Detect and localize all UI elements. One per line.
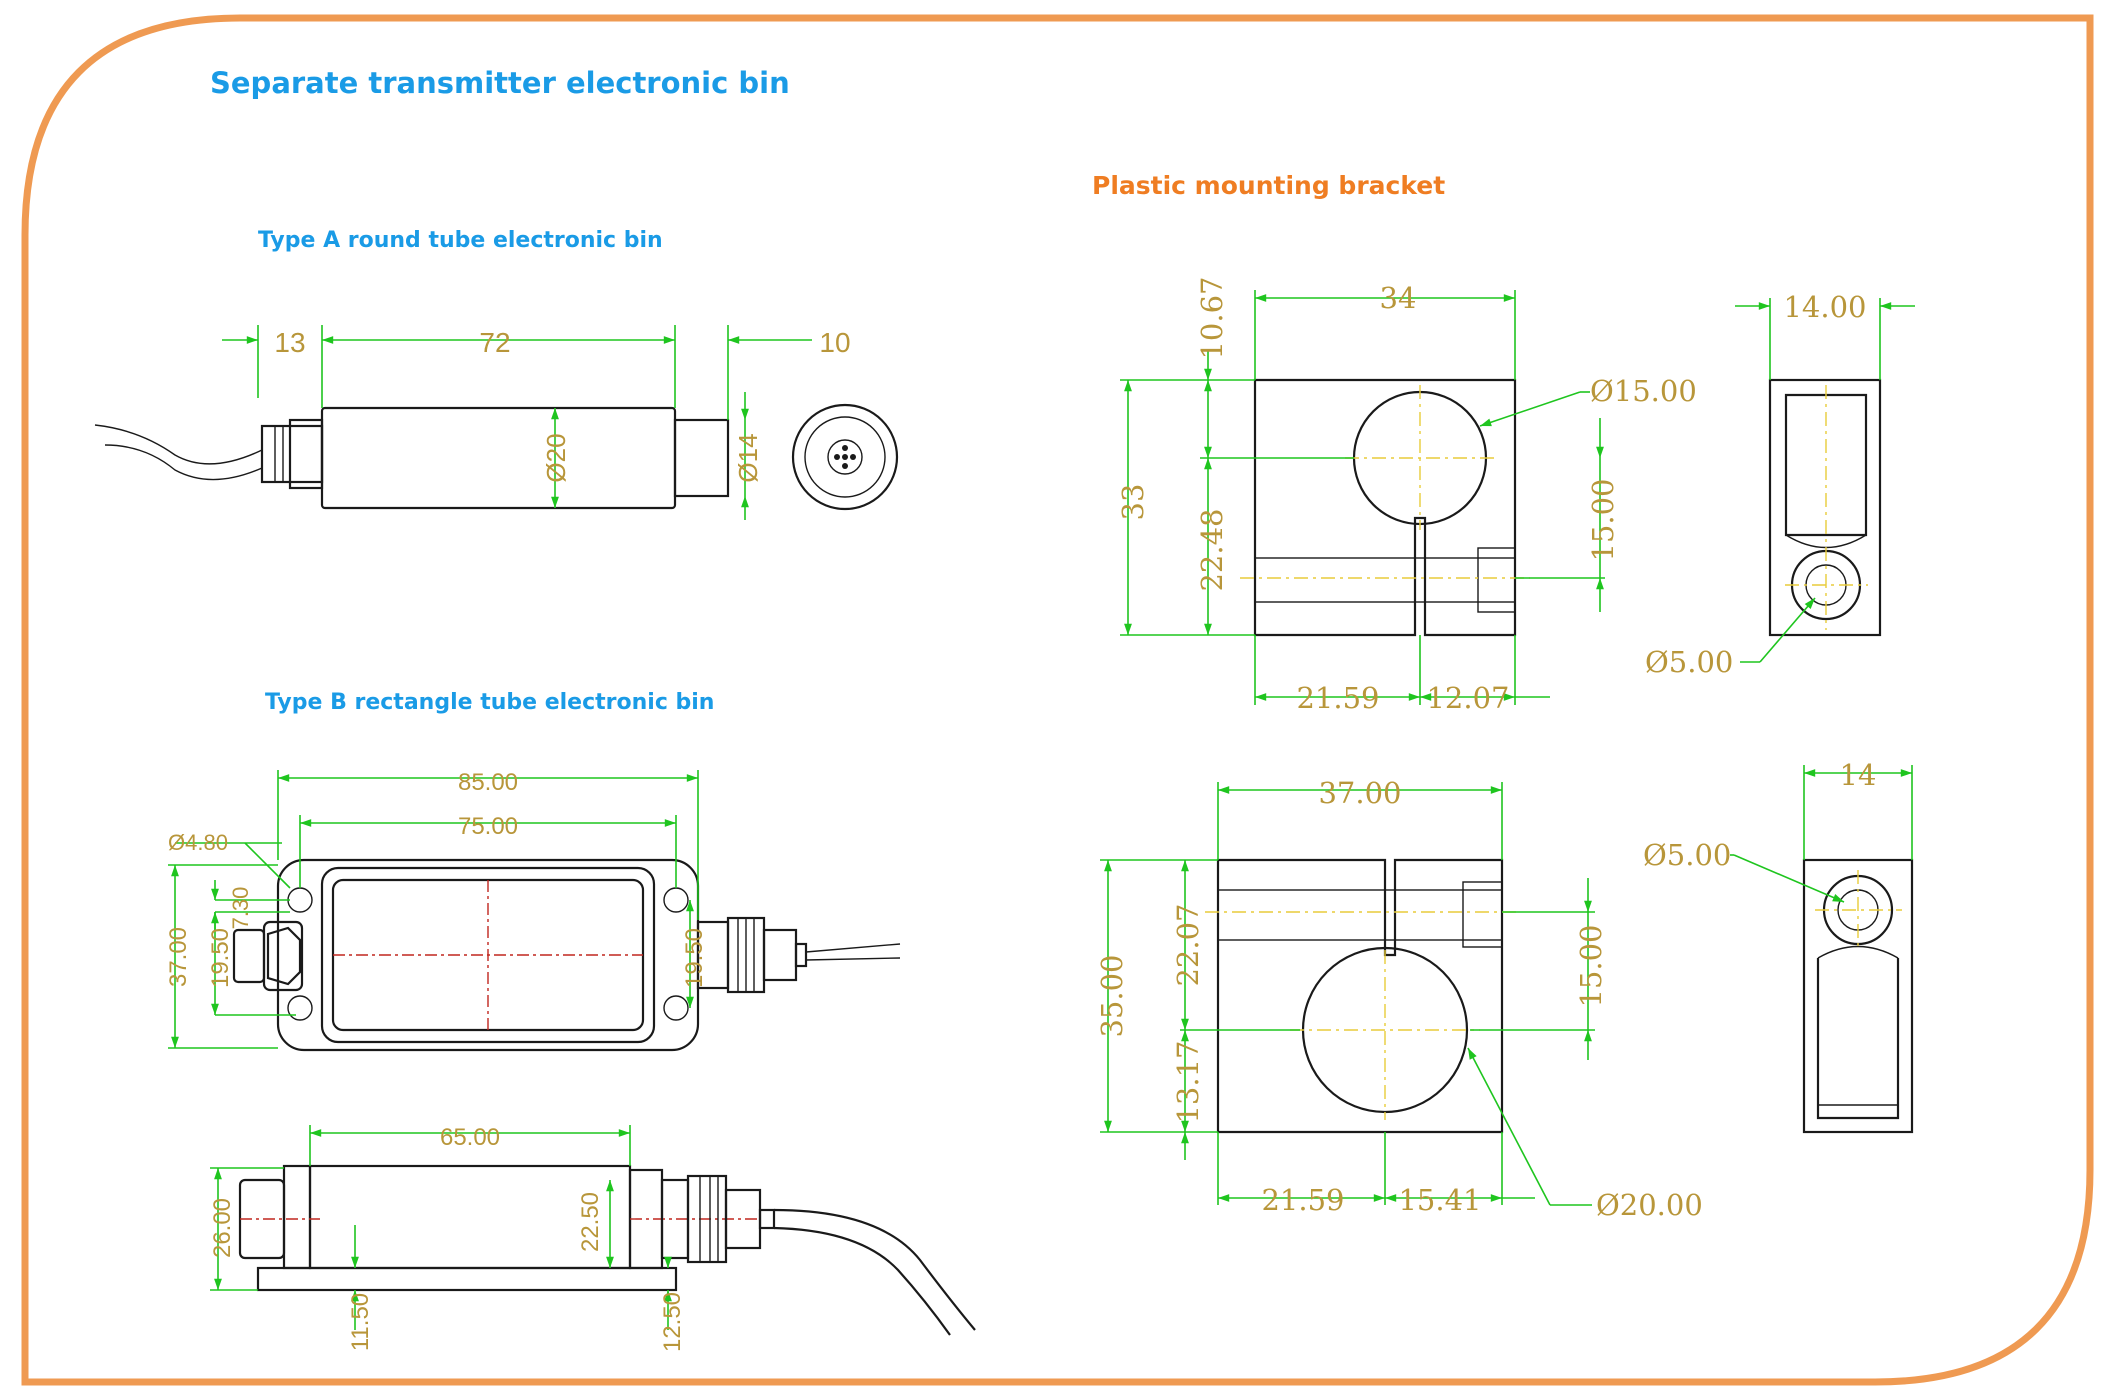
dim-br2-height: 35.00 bbox=[1095, 954, 1129, 1037]
dim-br2-side-width: 14 bbox=[1840, 758, 1877, 792]
dim-br2-bore: Ø20.00 bbox=[1596, 1188, 1703, 1222]
dim-a-body-dia: Ø20 bbox=[541, 433, 571, 482]
dim-b-hole-v: 7.30 bbox=[228, 887, 253, 930]
dim-b-inner: 19.50 bbox=[207, 928, 234, 988]
bracket-1-front-drawing: 34 10.67 33 22.48 Ø15.00 15.00 21.59 12.… bbox=[1116, 276, 1697, 715]
bracket-heading: Plastic mounting bracket bbox=[1092, 171, 1446, 200]
dim-br1-right: 12.07 bbox=[1426, 681, 1509, 715]
dim-b-overall: 85.00 bbox=[458, 769, 518, 796]
dim-b-side-height: 26.00 bbox=[209, 1198, 236, 1258]
type-b-top-drawing: 85.00 75.00 Ø4.80 37.00 7.30 19.50 19.50 bbox=[165, 769, 901, 1052]
dim-br1-left: 21.59 bbox=[1296, 681, 1379, 715]
dim-br2-left: 21.59 bbox=[1261, 1183, 1344, 1217]
dim-a-tip: 10 bbox=[819, 327, 850, 358]
dim-br2-width: 37.00 bbox=[1318, 776, 1401, 810]
dim-br1-screw-height: 15.00 bbox=[1586, 478, 1620, 561]
dim-br1-side-hole: Ø5.00 bbox=[1645, 645, 1733, 679]
type-b-side-drawing: 65.00 26.00 11.50 22.50 12.50 bbox=[209, 1124, 976, 1352]
dim-br1-side-width: 14.00 bbox=[1783, 290, 1866, 324]
dim-br2-lower: 13.17 bbox=[1171, 1040, 1205, 1123]
type-b-heading: Type B rectangle tube electronic bin bbox=[265, 690, 715, 715]
dim-br1-bore: Ø15.00 bbox=[1590, 374, 1697, 408]
dim-br2-screw-height: 15.00 bbox=[1574, 924, 1608, 1007]
type-a-heading: Type A round tube electronic bin bbox=[258, 228, 663, 253]
dim-br1-lower: 22.48 bbox=[1195, 508, 1229, 591]
page-title: Separate transmitter electronic bin bbox=[210, 66, 790, 100]
dim-br2-upper: 22.07 bbox=[1171, 903, 1205, 986]
dim-b-side-length: 65.00 bbox=[440, 1124, 500, 1151]
dim-br2-right: 15.41 bbox=[1398, 1183, 1481, 1217]
dim-br1-height: 33 bbox=[1116, 484, 1150, 521]
dim-a-cap: 13 bbox=[274, 327, 305, 358]
dim-a-tip-dia: Ø14 bbox=[733, 433, 763, 482]
dim-a-body: 72 bbox=[479, 327, 510, 358]
dim-b-holes: 75.00 bbox=[458, 813, 518, 840]
decorative-frame bbox=[21, 14, 2094, 1386]
dim-b-inner-right: 19.50 bbox=[681, 928, 708, 988]
type-a-drawing: 13 72 10 Ø20 Ø14 bbox=[94, 325, 899, 520]
bracket-1-side-drawing: 14.00 Ø5.00 bbox=[1645, 290, 1915, 679]
dim-br2-side-hole: Ø5.00 bbox=[1643, 838, 1731, 872]
dim-b-side-base-left: 11.50 bbox=[347, 1293, 374, 1351]
dim-br1-top-offset: 10.67 bbox=[1195, 276, 1229, 359]
dim-b-side-base-right: 12.50 bbox=[659, 1292, 686, 1352]
bracket-2-side-drawing: 14 Ø5.00 bbox=[1643, 758, 1914, 1134]
dim-br1-width: 34 bbox=[1380, 281, 1417, 315]
bracket-2-front-drawing: 37.00 35.00 22.07 13.17 15.00 Ø20.00 21.… bbox=[1095, 776, 1703, 1222]
dim-b-hole-dia: Ø4.80 bbox=[168, 830, 228, 855]
dim-b-height: 37.00 bbox=[165, 927, 192, 987]
dim-b-side-inner: 22.50 bbox=[577, 1192, 604, 1252]
